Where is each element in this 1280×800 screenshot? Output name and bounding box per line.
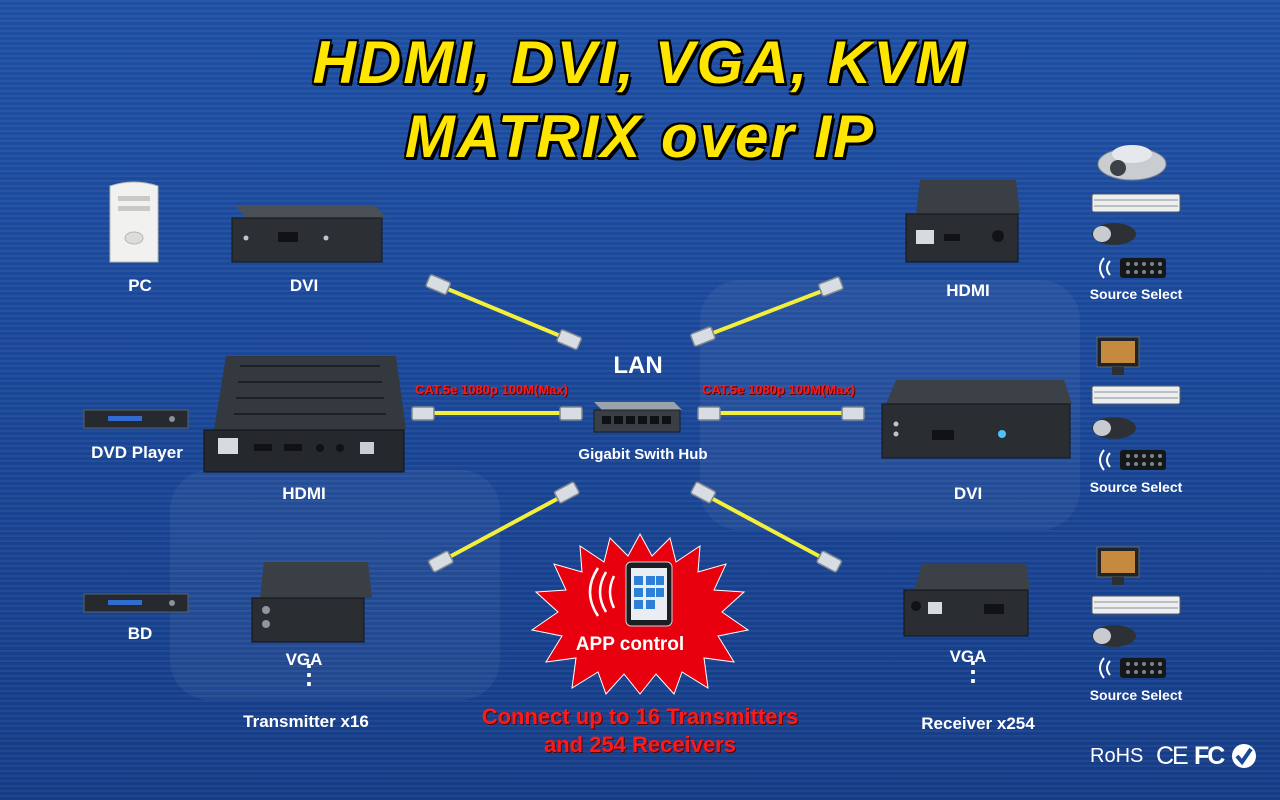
cable-vga-tx	[438, 490, 572, 564]
hdmi-transmitter-label: HDMI	[282, 484, 326, 503]
app-control-burst	[530, 532, 750, 695]
switch-hub-icon	[593, 402, 682, 433]
hdmi-receiver-icon	[905, 180, 1020, 263]
dvi-transmitter-icon	[231, 206, 386, 263]
pc-tower-icon	[109, 181, 159, 263]
vga-receiver-icon	[903, 564, 1030, 637]
title-line-2: MATRIX over IP	[404, 103, 876, 170]
cable-hdmi-rx	[698, 286, 832, 340]
remote-ir-icon	[1099, 257, 1166, 279]
fcc-mark: FC	[1194, 742, 1225, 770]
vga-transmitter-icon	[251, 562, 372, 643]
checkmark-cert-icon	[1232, 744, 1256, 768]
lan-label: LAN	[613, 352, 663, 379]
keyboard-icon	[1091, 193, 1181, 213]
dvd-player-label: DVD Player	[91, 443, 183, 462]
dvi-receiver-icon	[881, 380, 1072, 459]
dvi-receiver-label: DVI	[953, 484, 983, 503]
remote-ir-icon	[1099, 449, 1166, 471]
dvd-player-icon	[83, 409, 189, 429]
bd-player-icon	[83, 593, 189, 613]
bd-label: BD	[127, 624, 153, 643]
keyboard-icon	[1091, 595, 1181, 615]
monitor-icon	[1096, 336, 1140, 375]
rohs-mark: RoHS	[1090, 745, 1144, 767]
cable-dvi-tx	[436, 283, 572, 342]
footer-line-2: and 254 Receivers	[543, 732, 737, 757]
source-select-label-2: Source Select	[1089, 479, 1183, 495]
hdmi-transmitter-icon	[203, 356, 406, 473]
receiver-count: Receiver x254	[921, 714, 1035, 733]
vga-transmitter-label: VGA	[285, 650, 323, 669]
hdmi-receiver-label: HDMI	[946, 281, 990, 300]
mouse-icon	[1092, 625, 1136, 647]
vga-receiver-label: VGA	[949, 647, 987, 666]
transmitter-count: Transmitter x16	[243, 712, 369, 731]
cable-vga-rx	[698, 490, 832, 564]
app-control-label: APP control	[575, 634, 685, 655]
title-line-1: HDMI, DVI, VGA, KVM	[312, 29, 968, 96]
keyboard-icon	[1091, 385, 1181, 405]
hub-label: Gigabit Swith Hub	[578, 446, 708, 463]
dvi-transmitter-label: DVI	[289, 276, 319, 295]
mouse-icon	[1092, 417, 1136, 439]
mouse-icon	[1092, 223, 1136, 245]
cable-spec-right: CAT.5e 1080p 100M(Max)	[702, 382, 855, 397]
projector-icon	[1097, 145, 1167, 181]
footer-line-1: Connect up to 16 Transmitters	[481, 704, 799, 729]
source-select-label-1: Source Select	[1089, 286, 1183, 302]
cable-spec-left: CAT.5e 1080p 100M(Max)	[415, 382, 568, 397]
transmitter-ellipsis: ⋮	[296, 659, 322, 689]
source-select-label-3: Source Select	[1089, 687, 1183, 703]
receiver-ellipsis: ⋮	[960, 656, 986, 686]
remote-ir-icon	[1099, 657, 1166, 679]
pc-label: PC	[128, 276, 152, 295]
ce-mark: CE	[1156, 742, 1189, 770]
monitor-icon	[1096, 546, 1140, 585]
